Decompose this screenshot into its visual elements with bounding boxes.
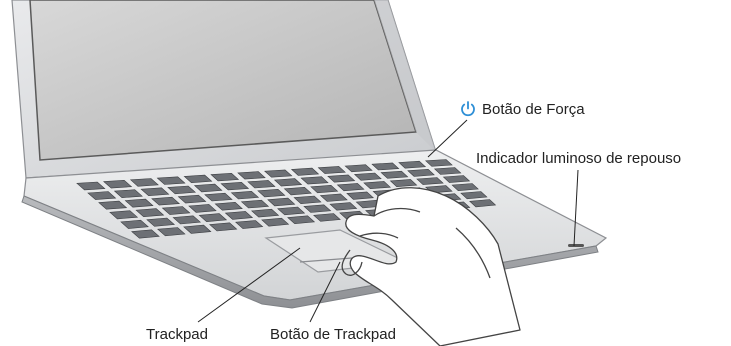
keyboard-key xyxy=(140,187,170,197)
keyboard-key xyxy=(230,190,260,200)
keyboard-key xyxy=(287,215,316,225)
keyboard-key xyxy=(235,220,264,229)
keyboard-key xyxy=(156,176,186,185)
leader-line-trackpad-button xyxy=(309,261,341,323)
keyboard-key xyxy=(120,219,149,229)
keyboard-key xyxy=(346,191,375,200)
keyboard-key xyxy=(327,174,356,183)
sleep-indicator-light xyxy=(568,244,584,247)
leader-line-power xyxy=(427,119,468,158)
keyboard-key xyxy=(460,191,488,200)
keyboard-key xyxy=(407,168,435,177)
keyboard-key xyxy=(353,172,382,181)
keyboard-key xyxy=(220,181,250,191)
keyboard-key xyxy=(161,206,191,215)
keyboard-key xyxy=(264,169,293,178)
keyboard-key xyxy=(193,183,223,193)
trackpad-label: Trackpad xyxy=(146,326,208,343)
keyboard-key xyxy=(344,164,373,173)
keyboard-key xyxy=(135,208,165,218)
leader-lines xyxy=(197,119,579,323)
keyboard-key xyxy=(177,194,207,204)
keyboard-key xyxy=(389,179,418,188)
trackpad-button xyxy=(299,257,353,263)
keyboard-key xyxy=(329,202,358,211)
power-icon xyxy=(461,101,475,117)
keyboard-key xyxy=(300,176,329,185)
keyboard-key xyxy=(129,178,159,187)
keyboard-key xyxy=(261,217,290,227)
keyboard-key xyxy=(98,200,128,210)
keyboard-key xyxy=(210,172,240,182)
trackpad-button-label: Botão de Trackpad xyxy=(270,326,396,343)
keyboard-key xyxy=(363,181,392,190)
keyboard-key xyxy=(277,206,306,216)
keyboard-key xyxy=(113,189,143,199)
keyboard-key xyxy=(214,201,243,211)
keyboard-key xyxy=(247,180,276,189)
keyboard-key xyxy=(109,210,139,220)
keyboard-key xyxy=(424,159,453,167)
hand-illustration xyxy=(341,187,521,346)
keyboard-key xyxy=(204,192,233,202)
keyboard-key xyxy=(87,191,117,200)
keyboard xyxy=(76,159,497,239)
sleep-indicator-label: Indicador luminoso de repouso xyxy=(476,150,682,167)
power-button-label: Botão de Força xyxy=(482,101,585,118)
keyboard-key xyxy=(257,188,286,198)
keyboard-key xyxy=(380,170,409,179)
keyboard-key xyxy=(290,167,320,176)
leader-line-trackpad xyxy=(197,247,301,323)
keyboard-key xyxy=(151,196,181,206)
keyboard-key xyxy=(451,183,479,192)
keyboard-key xyxy=(398,160,427,169)
keyboard-key xyxy=(313,213,341,222)
keyboard-key xyxy=(183,224,212,234)
keyboard-key xyxy=(172,215,202,225)
keyboard-key xyxy=(167,185,197,195)
keyboard-key xyxy=(336,183,365,192)
keyboard-key xyxy=(188,204,217,213)
keyboard-key xyxy=(198,213,228,223)
keyboard-key xyxy=(224,211,254,220)
keyboard-key xyxy=(209,222,238,232)
keyboard-key xyxy=(146,217,176,227)
keyboard-key xyxy=(303,204,332,213)
keyboard-key xyxy=(76,181,106,191)
keyboard-key xyxy=(317,166,346,174)
keyboard-key xyxy=(240,199,270,209)
keyboard-key xyxy=(293,195,322,205)
leader-line-sleep xyxy=(573,169,579,247)
keyboard-key xyxy=(310,184,339,194)
laptop-lid xyxy=(11,0,437,179)
keyboard-key xyxy=(371,162,400,171)
keyboard-key xyxy=(237,171,266,180)
keyboard-key xyxy=(433,167,462,175)
keyboard-key xyxy=(469,199,497,208)
keyboard-key xyxy=(157,227,186,237)
keyboard-key xyxy=(183,174,213,184)
keyboard-key xyxy=(267,197,296,207)
laptop-screen xyxy=(29,0,418,161)
keyboard-key xyxy=(273,178,303,187)
keyboard-key xyxy=(442,175,471,183)
keyboard-key xyxy=(124,198,154,208)
keyboard-key xyxy=(131,229,160,239)
keyboard-key xyxy=(250,208,280,218)
keyboard-key xyxy=(103,179,133,189)
keyboard-key xyxy=(283,186,312,196)
keyboard-key xyxy=(416,177,444,185)
keyboard-key xyxy=(319,193,348,202)
